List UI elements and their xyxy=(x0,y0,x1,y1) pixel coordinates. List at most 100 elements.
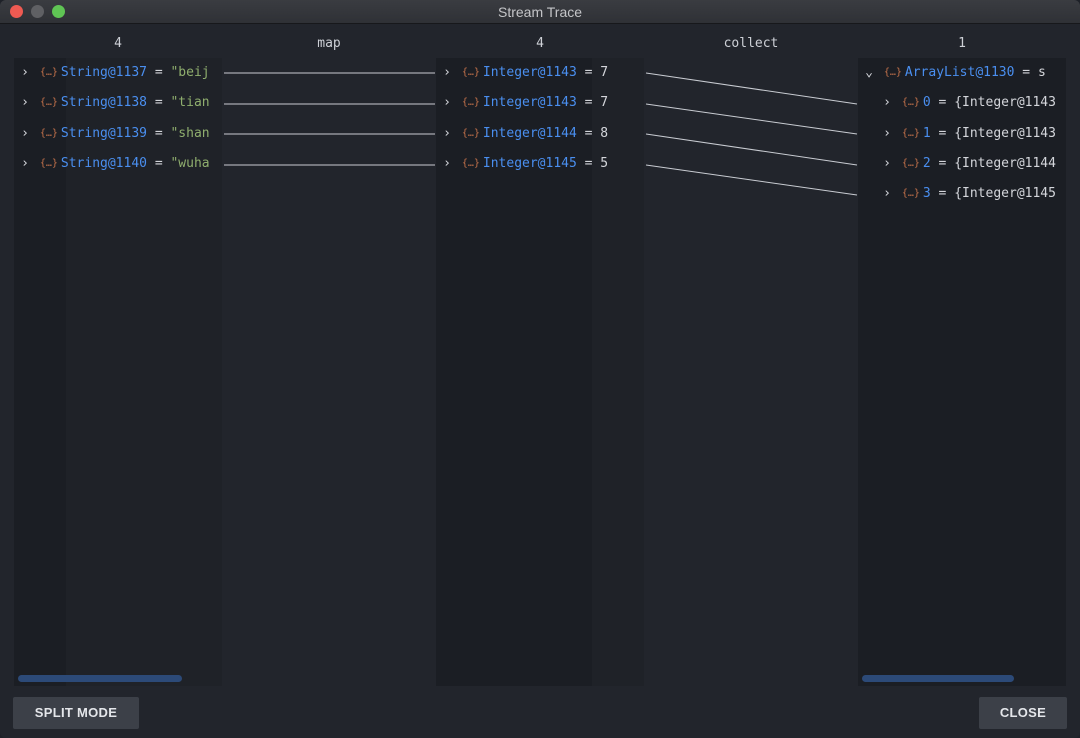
minimize-window-icon[interactable] xyxy=(31,5,44,18)
close-button[interactable]: CLOSE xyxy=(979,697,1067,729)
object-braces-icon: {…} xyxy=(39,67,58,78)
split-mode-button[interactable]: SPLIT MODE xyxy=(13,697,139,729)
column-header-result-count: 1 xyxy=(958,36,966,51)
chevron-right-icon[interactable]: › xyxy=(883,186,891,201)
object-braces-icon: {…} xyxy=(461,158,480,169)
chevron-right-icon[interactable]: › xyxy=(443,65,451,80)
value-text: 7 xyxy=(600,65,609,80)
equals-sign: = xyxy=(154,95,163,110)
object-braces-icon: {…} xyxy=(461,97,480,108)
value-text: 7 xyxy=(600,95,609,110)
value-text: "beij xyxy=(170,65,210,80)
value-ref: Integer@1143 xyxy=(482,65,577,80)
equals-sign: = xyxy=(938,126,947,141)
object-braces-icon: {…} xyxy=(883,67,902,78)
horizontal-scrollbar[interactable] xyxy=(862,675,1014,682)
tree-child-item[interactable]: › {…}0 = {Integer@1143 xyxy=(880,88,1056,118)
equals-sign: = xyxy=(938,156,947,171)
column-header-collect: collect xyxy=(723,36,779,51)
object-braces-icon: {…} xyxy=(901,158,920,169)
chevron-right-icon[interactable]: › xyxy=(443,156,451,171)
object-braces-icon: {…} xyxy=(39,128,58,139)
chevron-right-icon[interactable]: › xyxy=(21,95,29,110)
value-text: {Integer@1144 xyxy=(954,156,1056,171)
tree-child-item[interactable]: › {…}3 = {Integer@1145 xyxy=(880,179,1056,209)
equals-sign: = xyxy=(938,95,947,110)
value-ref: String@1138 xyxy=(60,95,147,110)
column-header-map: map xyxy=(317,36,341,51)
value-text: {Integer@1143 xyxy=(954,95,1056,110)
object-braces-icon: {…} xyxy=(901,188,920,199)
value-text: "shan xyxy=(170,126,210,141)
chevron-right-icon[interactable]: › xyxy=(883,156,891,171)
column-header-input-count: 4 xyxy=(114,36,122,51)
list-item[interactable]: › {…}String@1139 = "shan xyxy=(18,119,210,149)
trace-link-collect-3 xyxy=(645,164,858,196)
values-panel-source[interactable]: › {…}String@1137 = "beij › {…}String@113… xyxy=(14,58,222,686)
object-braces-icon: {…} xyxy=(461,128,480,139)
item-index: 0 xyxy=(922,95,931,110)
item-index: 1 xyxy=(922,126,931,141)
close-window-icon[interactable] xyxy=(10,5,23,18)
tree-child-item[interactable]: › {…}1 = {Integer@1143 xyxy=(880,119,1056,149)
equals-sign: = xyxy=(154,156,163,171)
list-item[interactable]: › {…}Integer@1143 = 7 xyxy=(440,58,608,88)
window-title: Stream Trace xyxy=(497,4,583,20)
equals-sign: = xyxy=(938,186,947,201)
list-item[interactable]: › {…}String@1140 = "wuha xyxy=(18,149,210,179)
value-ref: String@1139 xyxy=(60,126,147,141)
object-braces-icon: {…} xyxy=(901,97,920,108)
list-item[interactable]: › {…}Integer@1143 = 7 xyxy=(440,88,608,118)
chevron-right-icon[interactable]: › xyxy=(443,95,451,110)
value-ref: String@1137 xyxy=(60,65,147,80)
maximize-window-icon[interactable] xyxy=(52,5,65,18)
list-item[interactable]: › {…}Integer@1145 = 5 xyxy=(440,149,608,179)
panel-highlight xyxy=(66,58,222,686)
chevron-down-icon[interactable]: ⌄ xyxy=(865,65,873,80)
object-braces-icon: {…} xyxy=(901,128,920,139)
value-ref: String@1140 xyxy=(60,156,147,171)
list-item[interactable]: › {…}String@1138 = "tian xyxy=(18,88,210,118)
value-text: 5 xyxy=(600,156,609,171)
values-panel-mapped[interactable]: › {…}Integer@1143 = 7 › {…}Integer@1143 … xyxy=(436,58,644,686)
object-braces-icon: {…} xyxy=(461,67,480,78)
chevron-right-icon[interactable]: › xyxy=(21,156,29,171)
equals-sign: = xyxy=(1022,65,1031,80)
equals-sign: = xyxy=(584,65,593,80)
equals-sign: = xyxy=(584,156,593,171)
panel-highlight xyxy=(592,58,644,686)
trace-link-collect-0 xyxy=(645,72,858,105)
value-ref: Integer@1144 xyxy=(482,126,577,141)
chevron-right-icon[interactable]: › xyxy=(21,65,29,80)
equals-sign: = xyxy=(584,126,593,141)
chevron-right-icon[interactable]: › xyxy=(883,95,891,110)
chevron-right-icon[interactable]: › xyxy=(883,126,891,141)
item-index: 3 xyxy=(922,186,931,201)
list-item[interactable]: › {…}String@1137 = "beij xyxy=(18,58,210,88)
horizontal-scrollbar[interactable] xyxy=(18,675,182,682)
value-ref: Integer@1143 xyxy=(482,95,577,110)
chevron-right-icon[interactable]: › xyxy=(443,126,451,141)
value-ref: Integer@1145 xyxy=(482,156,577,171)
value-text: {Integer@1145 xyxy=(954,186,1056,201)
column-header-map-count: 4 xyxy=(536,36,544,51)
value-ref: ArrayList@1130 xyxy=(904,65,1015,80)
object-braces-icon: {…} xyxy=(39,158,58,169)
tree-root-item[interactable]: ⌄ {…}ArrayList@1130 = s xyxy=(862,58,1046,88)
object-braces-icon: {…} xyxy=(39,97,58,108)
equals-sign: = xyxy=(154,65,163,80)
value-text: "wuha xyxy=(170,156,210,171)
values-panel-result[interactable]: ⌄ {…}ArrayList@1130 = s › {…}0 = {Intege… xyxy=(858,58,1066,686)
list-item[interactable]: › {…}Integer@1144 = 8 xyxy=(440,119,608,149)
title-bar: Stream Trace xyxy=(0,0,1080,24)
trace-link-collect-2 xyxy=(645,133,858,166)
value-text: "tian xyxy=(170,95,210,110)
equals-sign: = xyxy=(154,126,163,141)
chevron-right-icon[interactable]: › xyxy=(21,126,29,141)
value-text: s xyxy=(1037,65,1046,80)
tree-child-item[interactable]: › {…}2 = {Integer@1144 xyxy=(880,149,1056,179)
item-index: 2 xyxy=(922,156,931,171)
trace-link-collect-1 xyxy=(645,103,858,135)
